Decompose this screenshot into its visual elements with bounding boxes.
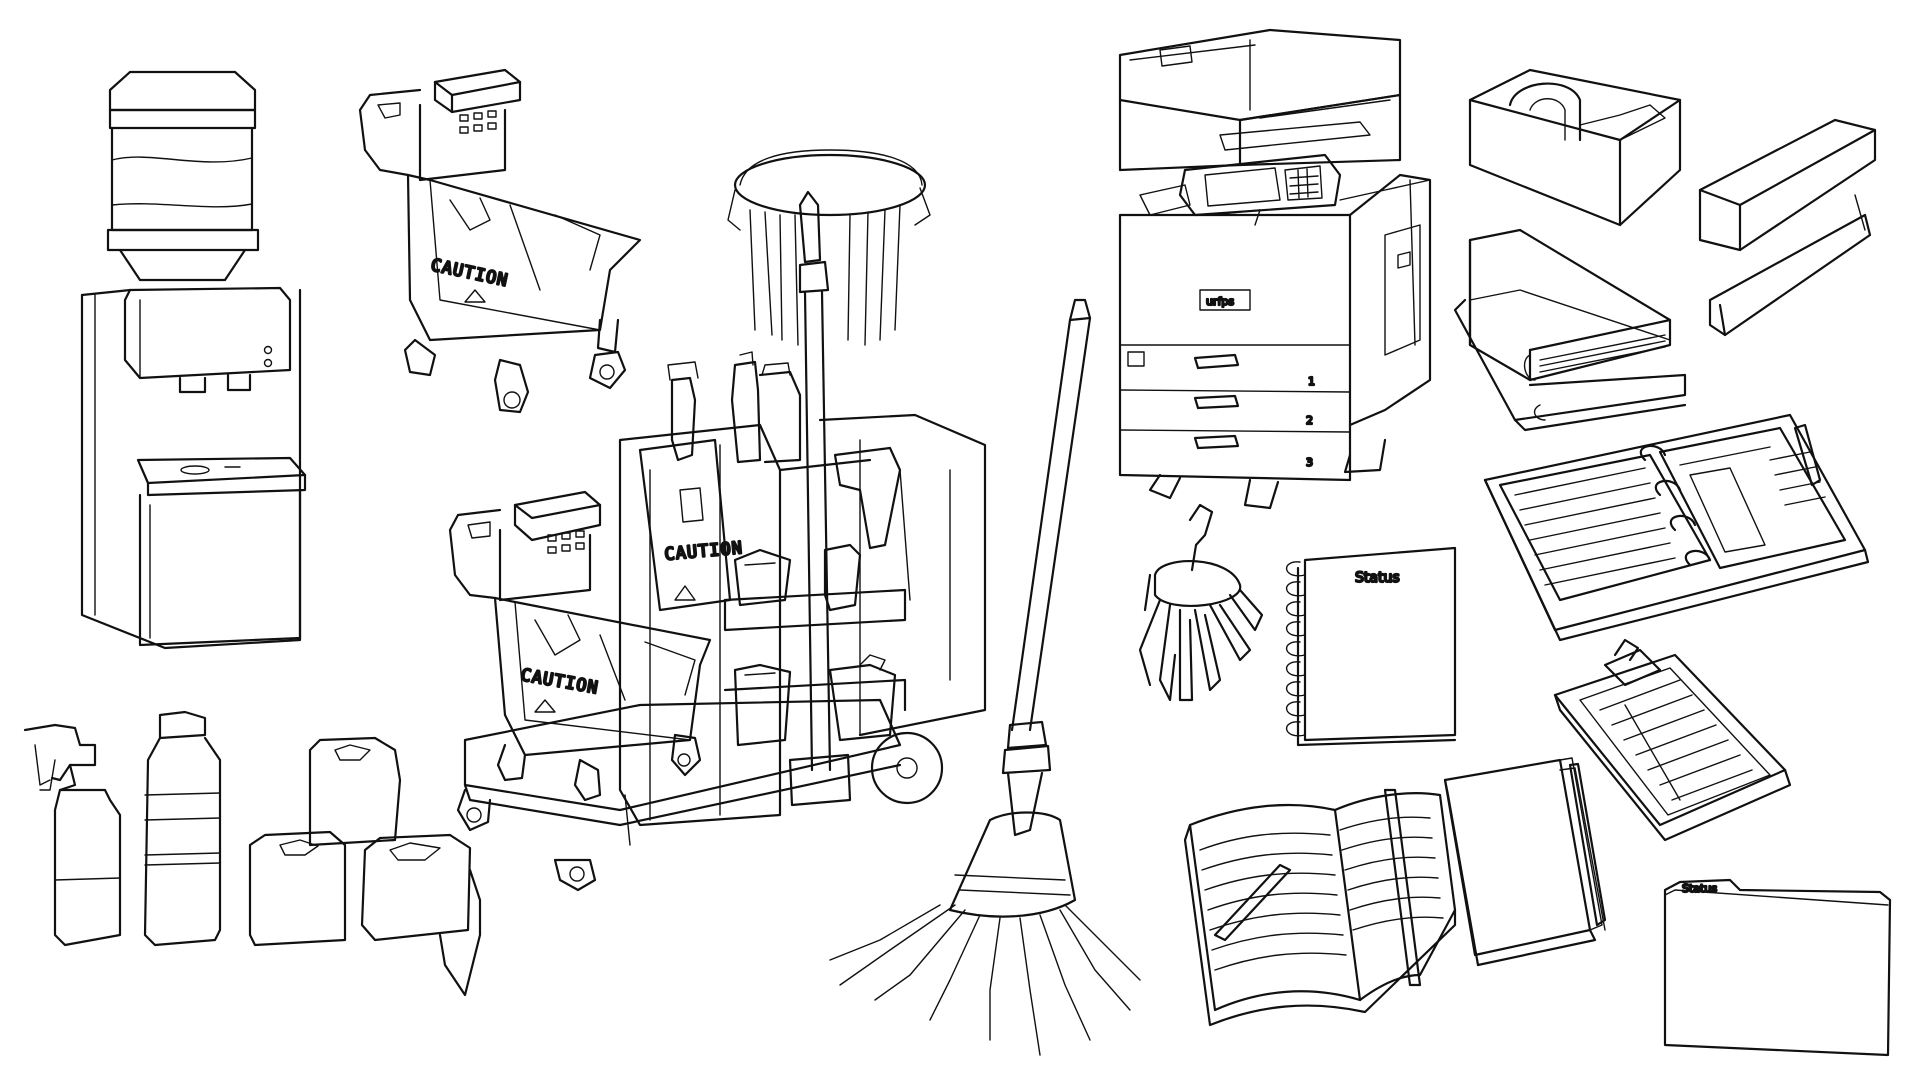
open-book-icon [1183,788,1457,1027]
mop-bucket-icon: CAUTION [448,490,712,802]
mop-icon [727,149,931,807]
tray-2-number: 2 [1306,414,1313,427]
binder-icon [1453,228,1687,432]
notebook-title: Status [1355,570,1400,586]
mop-bucket-icon: CAUTION [358,68,642,414]
journal-icon [1443,757,1607,967]
cart-caution-text: CAUTION [664,538,744,565]
folder-icon: Status [1663,878,1892,1057]
caution-text: CAUTION [519,665,600,698]
spray-bottle-icon [23,723,122,947]
toilet-paper-icon [248,736,482,997]
keys-icon [1138,503,1264,702]
caution-text: CAUTION [429,255,510,291]
water-cooler-icon [80,70,307,650]
planner-icon [1483,413,1870,642]
janitor-cart-icon: CAUTION [456,351,987,892]
notebook-icon: Status [1286,546,1457,747]
broom-icon [829,298,1141,1056]
tray-1-number: 1 [1308,375,1315,388]
bottle-icon [143,710,222,947]
copier-icon: urfps 1 2 3 [1118,28,1432,510]
copier-brand-text: urfps [1206,295,1234,308]
tape-dispenser-icon [1468,68,1682,227]
stapler-icon [1698,118,1877,337]
tray-3-number: 3 [1306,456,1313,469]
clipboard-icon [1553,638,1792,842]
folder-tab-label: Status [1682,882,1717,895]
